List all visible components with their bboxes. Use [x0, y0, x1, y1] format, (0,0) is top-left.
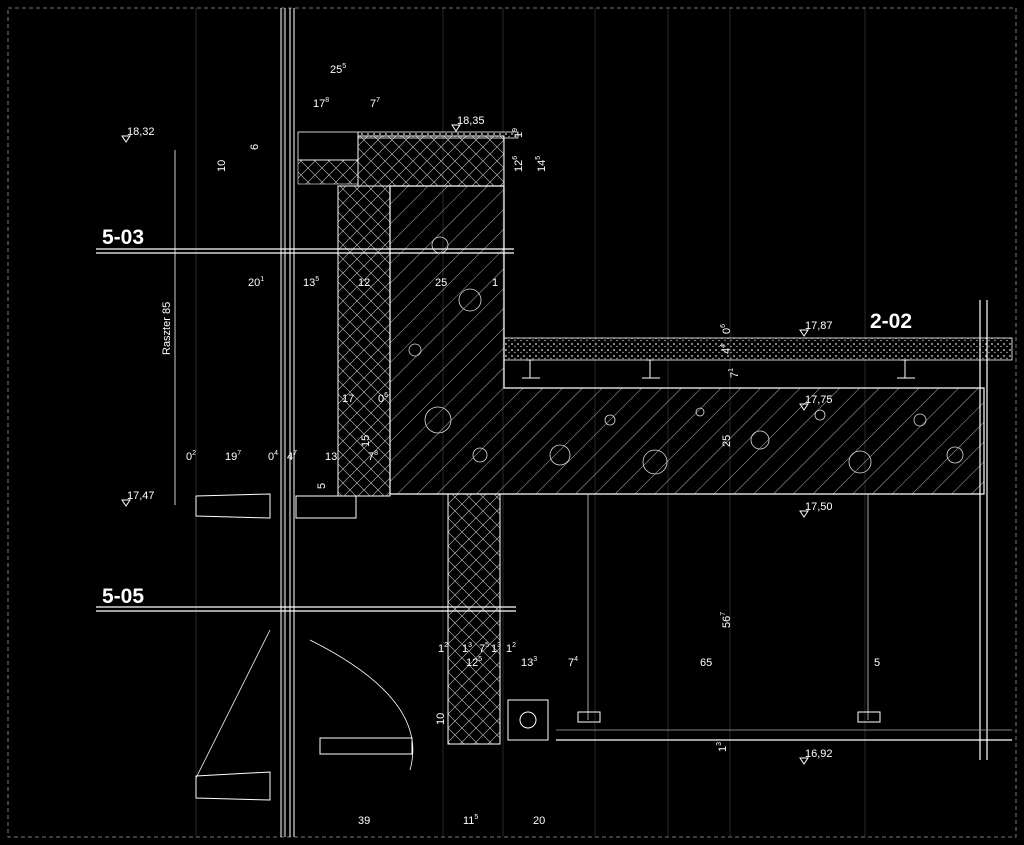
- dimension-label: 567: [720, 612, 733, 628]
- level-value: 17,47: [127, 490, 155, 502]
- dimension-label: 10: [216, 160, 228, 172]
- dimension-label: 47: [287, 450, 297, 463]
- dimension-label: 145: [535, 156, 548, 172]
- dimension-label: 12: [358, 277, 370, 289]
- dimension-label: 126: [512, 156, 525, 172]
- dimension-label: 77: [370, 97, 380, 110]
- section-label-5-05: 5-05: [102, 585, 144, 608]
- dimension-label: 13: [491, 642, 501, 655]
- level-value: 18,32: [127, 126, 155, 138]
- dimension-label: 135: [303, 276, 319, 289]
- dimension-label: 15: [360, 435, 372, 447]
- section-label-2-02: 2-02: [870, 310, 912, 333]
- level-triangle: [799, 329, 809, 337]
- level-triangle: [121, 135, 131, 143]
- level-triangle: [451, 124, 461, 132]
- section-mark-5-05: 5-05: [96, 585, 516, 612]
- dimension-label: 13: [716, 742, 729, 752]
- level-markers: 18,32 18,35 17,87 17,75 17,47 17,50 16,92: [121, 115, 833, 765]
- dimension-label: 74: [568, 656, 578, 669]
- dimension-label: 04: [268, 450, 278, 463]
- dimension-label: 5: [316, 483, 328, 489]
- dimension-label: 12: [438, 642, 448, 655]
- dimension-label: 78: [368, 450, 378, 463]
- grid-label: Raszter 85: [161, 302, 173, 355]
- dimension-label: 19: [512, 128, 525, 138]
- level-triangle: [799, 403, 809, 411]
- level-value: 17,50: [805, 501, 833, 513]
- dimension-label: 13: [325, 451, 337, 463]
- dimension-label: 255: [330, 63, 346, 76]
- level-value: 17,75: [805, 394, 833, 406]
- level-triangle: [799, 510, 809, 518]
- sunshade: [195, 493, 414, 801]
- dimension-label: 75: [479, 642, 489, 655]
- level-triangle: [799, 757, 809, 765]
- concrete-slab: [389, 185, 985, 495]
- dimension-label: 17: [342, 393, 354, 405]
- dimension-label: 12: [506, 642, 516, 655]
- dimension-label: 20: [533, 815, 545, 827]
- curtain-wall-mullion: [280, 8, 295, 837]
- parapet: [297, 131, 519, 497]
- dimension-label: 5: [874, 657, 880, 669]
- dimension-label: 25: [721, 435, 733, 447]
- dimension-label: 39: [358, 815, 370, 827]
- concrete-aggregate: [408, 236, 964, 475]
- sheet-border: [7, 7, 1017, 838]
- dimension-label: 178: [313, 97, 329, 110]
- terrace-pedestals: [522, 359, 915, 379]
- level-value: 18,35: [457, 115, 485, 127]
- dimension-label: 125: [466, 656, 482, 669]
- ceiling-wall: [447, 493, 1012, 745]
- dimension-label: 115: [463, 814, 478, 827]
- dimension-label: 25: [435, 277, 447, 289]
- terrace-gravel: [503, 337, 1013, 361]
- section-label-5-03: 5-03: [102, 226, 144, 249]
- dimension-label: 1: [492, 277, 498, 289]
- dimension-label: 13: [462, 642, 472, 655]
- right-facade-lines: [979, 300, 988, 760]
- dimension-label: 44: [720, 344, 733, 354]
- dimension-label: 06: [720, 324, 733, 334]
- dimension-label: 02: [186, 450, 196, 463]
- dimension-label: 65: [700, 657, 712, 669]
- dimension-label: 197: [225, 450, 241, 463]
- level-value: 17,87: [805, 320, 833, 332]
- dimension-label: 201: [248, 276, 264, 289]
- dimension-label: 71: [728, 368, 741, 378]
- dimension-label: 6: [249, 144, 261, 150]
- level-triangle: [121, 499, 131, 507]
- level-value: 16,92: [805, 748, 833, 760]
- dimension-label: 06: [378, 392, 388, 405]
- section-mark-5-03: 5-03: [96, 226, 514, 254]
- dimension-label: 10: [435, 713, 447, 725]
- dimension-label: 133: [521, 656, 537, 669]
